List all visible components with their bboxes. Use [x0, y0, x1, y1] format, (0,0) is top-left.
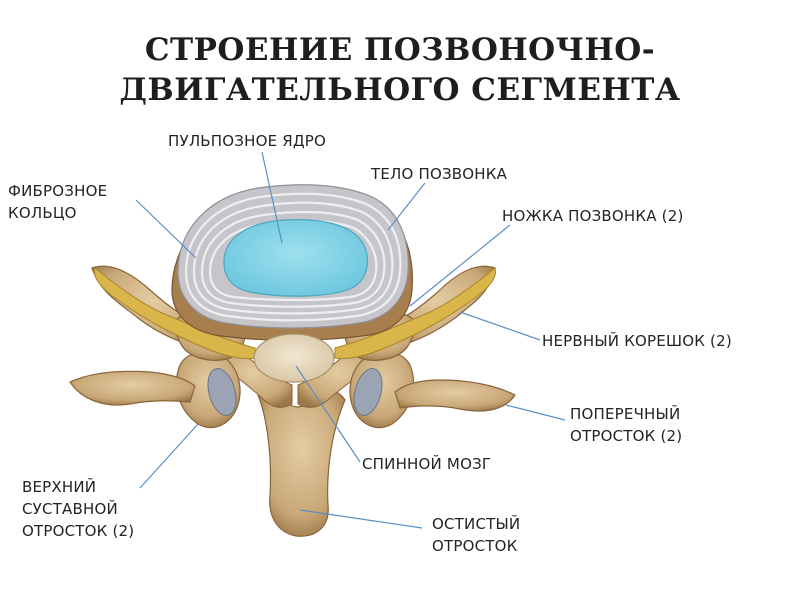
label-spinous-process: ОСТИСТЫЙ ОТРОСТОК [432, 515, 521, 555]
transverse-process-right-lower [394, 379, 516, 412]
label-superior-articular-process: ВЕРХНИЙ СУСТАВНОЙ ОТРОСТОК (2) [22, 478, 135, 540]
label-vertebral-body: ТЕЛО ПОЗВОНКА [371, 165, 508, 183]
spinal-cord [253, 333, 335, 383]
facet-left [207, 368, 237, 416]
leader-spinal-cord [295, 365, 361, 463]
nucleus-pulposus [223, 219, 369, 297]
leader-pedicle [409, 224, 511, 307]
label-pedicle: НОЖКА ПОЗВОНКА (2) [502, 207, 684, 225]
annulus-rings [184, 192, 402, 322]
label-nucleus-pulposus: ПУЛЬПОЗНОЕ ЯДРО [168, 132, 327, 150]
leader-transverse [505, 404, 566, 421]
label-nerve-root: НЕРВНЫЙ КОРЕШОК (2) [542, 332, 732, 350]
page-title: СТРОЕНИЕ ПОЗВОНОЧНО- ДВИГАТЕЛЬНОГО СЕГМЕ… [0, 30, 800, 110]
leader-superior-articular [139, 423, 199, 489]
leader-spinous [299, 509, 423, 529]
nerve-root-right [334, 267, 497, 360]
leader-annulus [135, 199, 197, 259]
nerve-root-left [93, 267, 256, 360]
facet-right [353, 368, 383, 416]
spinous-process [257, 389, 346, 537]
leader-lines [135, 151, 566, 529]
label-spinal-cord: СПИННОЙ МОЗГ [362, 455, 492, 473]
title-line-2: ДВИГАТЕЛЬНОГО СЕГМЕНТА [119, 72, 681, 108]
transverse-process-left-lower [69, 370, 196, 406]
leader-nucleus [261, 151, 283, 244]
leader-vertebral-body [387, 182, 426, 231]
label-transverse-process: ПОПЕРЕЧНЫЙ ОТРОСТОК (2) [570, 405, 683, 445]
leader-nerve-root [459, 311, 541, 341]
label-annulus-fibrosus: ФИБРОЗНОЕ КОЛЬЦО [8, 182, 108, 222]
title-line-1: СТРОЕНИЕ ПОЗВОНОЧНО- [144, 32, 656, 68]
